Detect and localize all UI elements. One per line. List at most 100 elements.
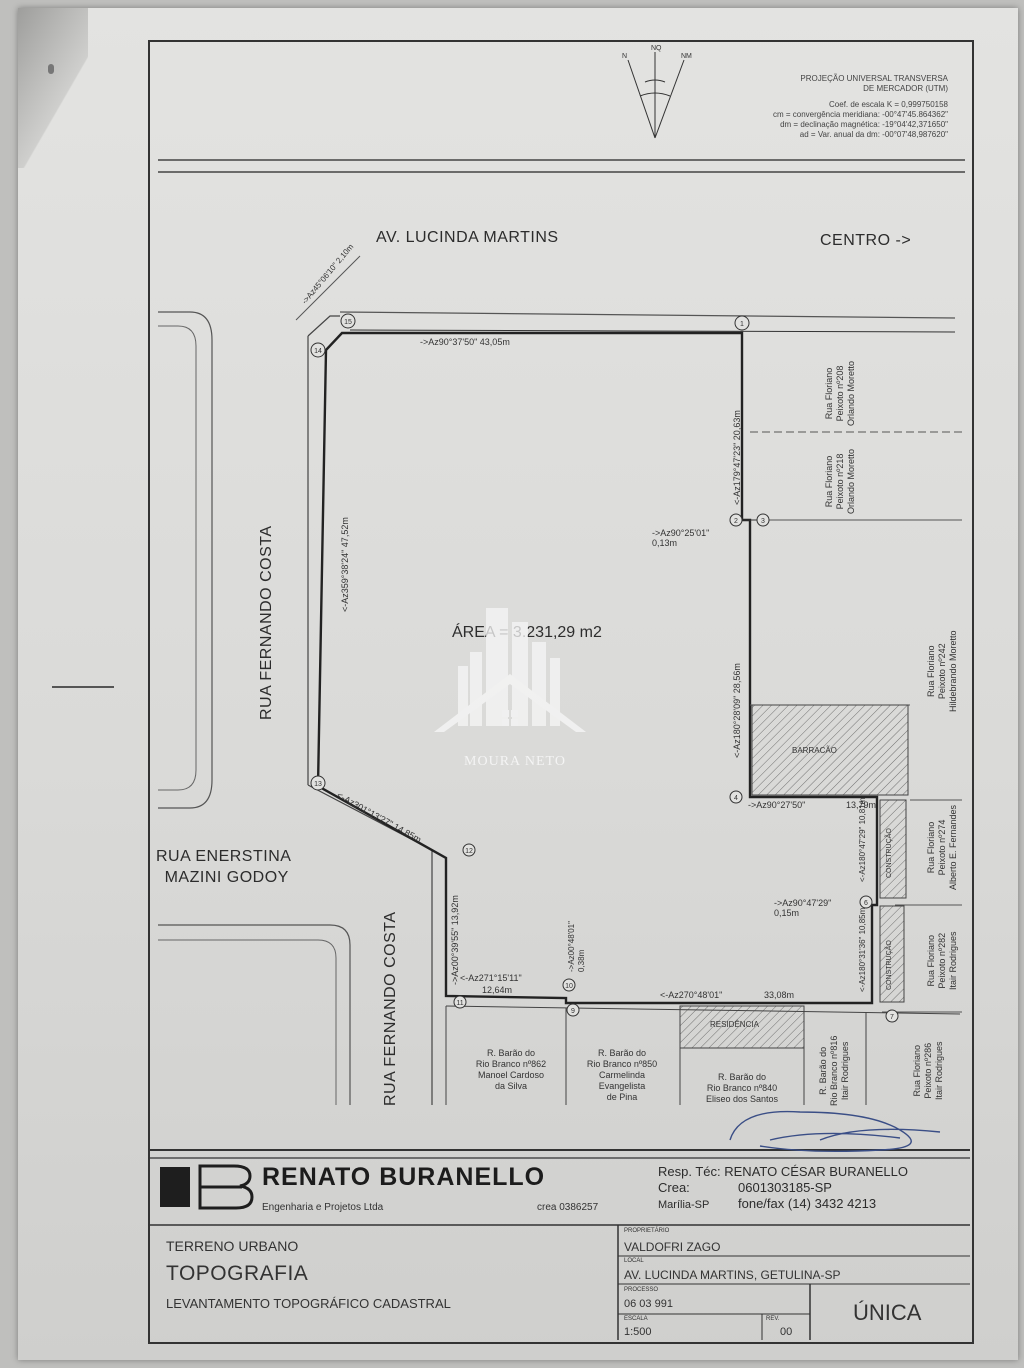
street-enerstina-line2: MAZINI GODOY	[164, 869, 289, 886]
neighbor-right-5: Rua Floriano Peixoto nº282 Itair Rodrigu…	[926, 931, 959, 990]
brand-logo-b-icon	[198, 1164, 254, 1210]
svg-text:NM: NM	[681, 53, 692, 60]
neighbor-bottom-3-l2: Rio Branco nº840	[706, 1083, 778, 1093]
annotation-bottom-main-dist: 33,08m	[764, 990, 795, 1000]
neighbor-right-5-l2: Peixoto nº282	[937, 932, 947, 989]
city-label: Marília-SP	[658, 1199, 710, 1211]
crea-label: Crea:	[658, 1180, 690, 1195]
annotation-bottom-left: <-Az271°15'11" 12,64m	[460, 972, 522, 996]
annotation-right-l1: <-Az180°47'29" 10,81m	[858, 797, 867, 882]
local-value: AV. LUCINDA MARTINS, GETULINA-SP	[624, 1268, 841, 1282]
neighbor-right-6-l2: Peixoto nº286	[923, 1042, 933, 1099]
annotation-h-mid-dist: 0,13m	[652, 538, 678, 548]
watermark-text: MOURA NETO	[464, 754, 566, 769]
neighbor-bottom-2-l2: Rio Branco nº850	[586, 1059, 658, 1069]
annotation-h-lower-dist: 13,79m	[846, 800, 877, 810]
paper-fold	[18, 8, 88, 168]
annotation-small-up-dist: 0,38m	[577, 949, 586, 972]
vertex-15-label: 15	[344, 319, 352, 326]
local-caption: LOCAL	[624, 1258, 644, 1264]
neighbor-right-2-l1: Rua Floriano	[824, 455, 834, 508]
annotation-right-upper: <-Az179°47'23" 20,63m	[732, 410, 742, 505]
proprietario-value: VALDOFRI ZAGO	[624, 1240, 721, 1254]
neighbor-right-3: Rua Floriano Peixoto nº242 Hildebrando M…	[926, 630, 959, 712]
neighbor-right-2-l3: Orlando Moretto	[846, 448, 856, 514]
neighbor-right-3-l1: Rua Floriano	[926, 645, 936, 697]
neighbor-right-1-l3: Orlando Moretto	[846, 360, 856, 426]
neighbor-bottom-4-l1: R. Barão do	[818, 1046, 828, 1095]
neighbor-bottom-1-l2: Rio Branco nº862	[475, 1059, 547, 1069]
company-subtitle: Engenharia e Projetos Ltda	[262, 1202, 384, 1213]
street-centro: CENTRO ->	[820, 232, 912, 249]
feature-barracao: BARRACÃO	[792, 746, 837, 755]
phone-label: fone/fax (14) 3432 4213	[738, 1196, 877, 1211]
vertex-11-label: 11	[456, 1000, 463, 1007]
neighbor-right-1-l1: Rua Floriano	[824, 367, 834, 420]
street-fernando-costa-lower: RUA FERNANDO COSTA	[382, 911, 399, 1107]
signature-icon	[729, 1110, 941, 1153]
feature-construcao-2: CONSTRUÇÃO	[886, 940, 893, 990]
resp-name: RENATO CÉSAR BURANELLO	[724, 1164, 908, 1179]
projection-coef: Coef. de escala K = 0,999750158	[829, 100, 948, 109]
svg-text:N: N	[622, 53, 627, 60]
projection-title: PROJEÇÃO UNIVERSAL TRANSVERSA	[800, 74, 948, 83]
vertex-13-label: 13	[314, 781, 322, 788]
neighbor-bottom-1: R. Barão do Rio Branco nº862 Manoel Card…	[456, 1048, 566, 1092]
annotation-small-up: ->Az00°48'01" 0,38m	[567, 921, 587, 972]
neighbor-bottom-3-l1: R. Barão do	[717, 1072, 767, 1082]
neighbor-right-3-l2: Peixoto nº242	[937, 643, 947, 700]
annotation-bottom-left-dist: 12,64m	[482, 985, 513, 995]
neighbor-bottom-2-l4: Evangelista	[598, 1081, 646, 1091]
brand-logo-square-icon	[160, 1167, 190, 1207]
annotation-h-low2: ->Az90°47'29" 0,15m	[774, 898, 831, 918]
margin-mark	[52, 686, 114, 688]
topografia-label: TOPOGRAFIA	[166, 1262, 309, 1285]
neighbor-bottom-1-l3: Manoel Cardoso	[477, 1070, 545, 1080]
vertex-2-label: 2	[734, 518, 738, 525]
neighbor-right-6-l3: Itair Rodrigues	[934, 1041, 944, 1100]
annotation-h-low2-dist: 0,15m	[774, 908, 800, 918]
vertex-7-label: 7	[890, 1014, 894, 1021]
neighbor-bottom-4-l3: Itair Rodrigues	[840, 1041, 850, 1101]
annotation-right-mid: <-Az180°28'09" 28,56m	[732, 663, 742, 758]
resp-label: Resp. Téc:	[658, 1164, 721, 1179]
feature-construcao-1: CONSTRUÇÃO	[886, 828, 893, 878]
rev-value: 00	[780, 1326, 793, 1338]
neighbor-right-6: Rua Floriano Peixoto nº286 Itair Rodrigu…	[912, 1041, 945, 1100]
neighbor-bottom-3-l3: Eliseo dos Santos	[705, 1094, 779, 1104]
annotation-top-edge: ->Az90°37'50" 43,05m	[420, 337, 510, 347]
company-crea: crea 0386257	[537, 1202, 599, 1213]
vertex-9-label: 9	[571, 1008, 575, 1015]
neighbor-right-6-l1: Rua Floriano	[912, 1044, 922, 1097]
neighbor-bottom-3: R. Barão do Rio Branco nº840 Eliseo dos …	[680, 1072, 804, 1105]
rev-caption: REV.	[766, 1316, 780, 1322]
vertex-1-label: 1	[740, 321, 744, 328]
vertex-4-label: 4	[734, 795, 738, 802]
resp-info: Resp. Téc: RENATO CÉSAR BURANELLO Crea: 0…	[658, 1164, 908, 1213]
annotation-small-up-az: ->Az00°48'01"	[567, 921, 576, 972]
annotation-h-mid-az: ->Az90°25'01"	[652, 528, 710, 538]
annotation-h-low2-az: ->Az90°47'29"	[774, 898, 832, 908]
neighbor-right-4-l3: Alberto E. Fernandes	[948, 804, 958, 890]
vertex-3-label: 3	[761, 518, 765, 525]
escala-caption: ESCALA	[624, 1316, 648, 1322]
proprietario-caption: PROPRIETÁRIO	[624, 1228, 670, 1234]
vertex-markers	[310, 313, 899, 1023]
margin-mark-top	[48, 64, 54, 74]
neighbor-right-5-l1: Rua Floriano	[926, 934, 936, 987]
vertex-14-label: 14	[314, 348, 322, 355]
neighbor-right-1: Rua Floriano Peixoto nº208 Orlando Moret…	[824, 361, 857, 426]
vertex-12-label: 12	[465, 848, 473, 855]
crea-value: 0601303185-SP	[738, 1180, 832, 1195]
neighbor-bottom-4: R. Barão do Rio Branco nº816 Itair Rodri…	[818, 1036, 851, 1106]
north-arrow-icon	[627, 52, 685, 139]
drawing-frame	[148, 40, 974, 1344]
vertex-6-label: 6	[864, 900, 868, 907]
annotation-inner-left: ->Az00°39'55" 13,92m	[450, 895, 460, 985]
levantamento-label: LEVANTAMENTO TOPOGRÁFICO CADASTRAL	[166, 1296, 451, 1311]
escala-value: 1:500	[624, 1326, 652, 1338]
projection-notes: PROJEÇÃO UNIVERSAL TRANSVERSA DE MERCADO…	[662, 74, 948, 140]
vertex-10-label: 10	[565, 983, 573, 990]
svg-text:NQ: NQ	[651, 45, 662, 52]
neighbor-right-1-l2: Peixoto nº208	[835, 365, 845, 422]
